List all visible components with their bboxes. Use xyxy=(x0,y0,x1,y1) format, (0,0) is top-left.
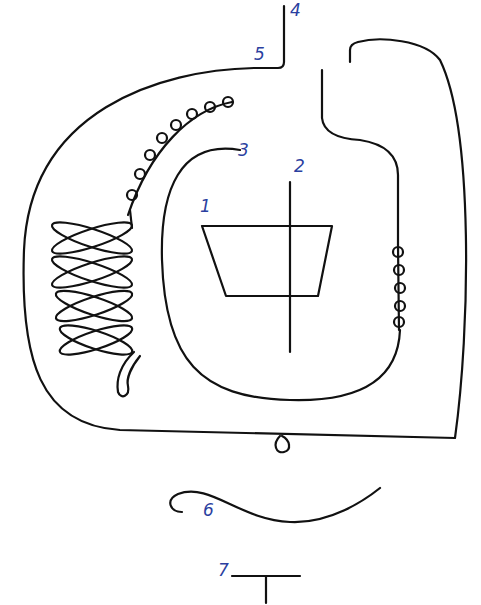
callout-number: 6 xyxy=(203,502,214,519)
tube-right-wall xyxy=(322,70,398,245)
callout-number: 2 xyxy=(294,158,305,175)
crossed-loops xyxy=(49,210,140,396)
inner-wall xyxy=(162,149,400,400)
bottom-loop xyxy=(276,436,289,452)
callout-number: 3 xyxy=(238,142,249,159)
trapezoid-part xyxy=(202,226,332,296)
coil-loops-right xyxy=(393,247,405,327)
callout-number: 5 xyxy=(254,46,265,63)
t-part xyxy=(232,576,300,603)
tube-left-wall xyxy=(254,6,284,68)
outer-wall xyxy=(24,39,467,438)
callout-number: 7 xyxy=(218,562,229,579)
coil-line xyxy=(128,102,232,215)
coil-loops xyxy=(127,97,233,200)
s-curve-part xyxy=(170,488,380,522)
vertical-rod xyxy=(289,182,291,352)
callout-number: 4 xyxy=(290,2,301,19)
callout-number: 1 xyxy=(200,198,211,215)
